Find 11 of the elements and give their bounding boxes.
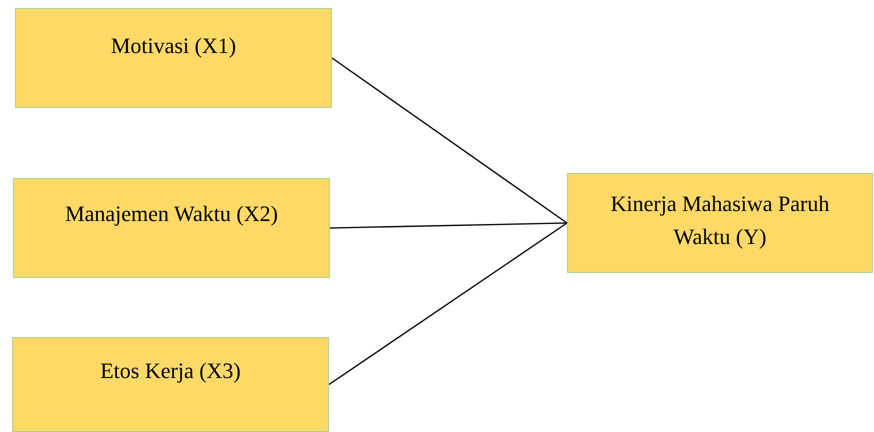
connector-line [330, 222, 568, 229]
connector-line [328, 222, 568, 386]
variable-label: Etos Kerja (X3) [99, 357, 242, 385]
variable-box [15, 8, 332, 108]
connector-line [332, 57, 568, 224]
variable-box [567, 173, 873, 273]
variable-label: Motivasi (X1) [110, 32, 238, 60]
variable-label: Manajemen Waktu (X2) [64, 200, 279, 228]
variable-box [13, 178, 330, 278]
variable-box [12, 337, 329, 432]
variable-label: Kinerja Mahasiwa Paruh Waktu (Y) [610, 190, 830, 251]
